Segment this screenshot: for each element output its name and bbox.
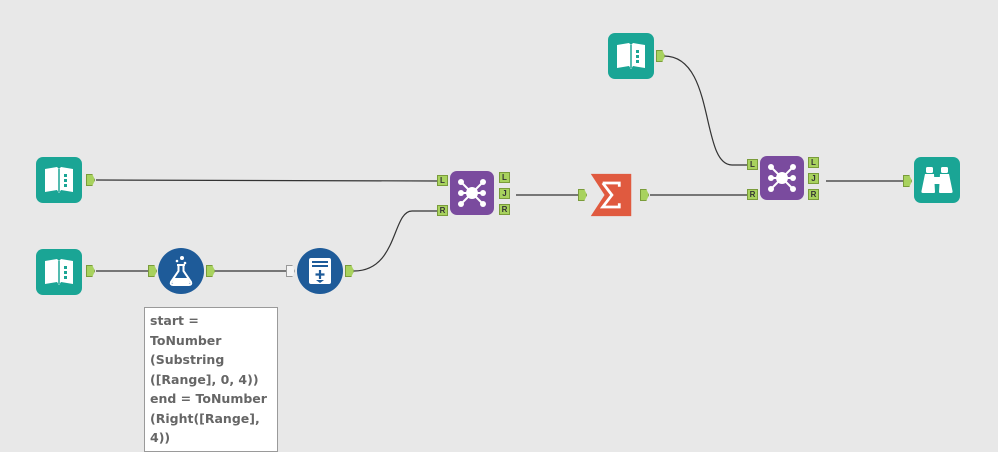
connection-input1-join1 — [95, 179, 438, 182]
join-tool-2[interactable] — [760, 156, 804, 200]
binoculars-icon — [921, 167, 953, 193]
output-anchor[interactable] — [345, 265, 354, 277]
input-data-tool-2[interactable] — [36, 249, 82, 295]
join-output-left-anchor[interactable]: L — [499, 172, 510, 183]
summarize-tool[interactable] — [588, 172, 634, 218]
join-network-icon — [458, 179, 486, 207]
generate-rows-tool[interactable] — [297, 248, 343, 294]
join-network-icon — [768, 164, 796, 192]
input-data-tool-1[interactable] — [36, 157, 82, 203]
join-input-left-anchor[interactable]: L — [437, 175, 448, 186]
generate-rows-icon — [309, 258, 331, 284]
output-anchor[interactable] — [656, 50, 665, 62]
input-data-tool-3[interactable] — [608, 33, 654, 79]
join-output-left-anchor[interactable]: L — [808, 157, 819, 168]
book-input-icon — [45, 259, 73, 285]
input-anchor[interactable] — [578, 189, 587, 201]
input-anchor[interactable] — [148, 265, 157, 277]
output-anchor[interactable] — [86, 265, 95, 277]
connection-generaterows-join1 — [353, 210, 437, 272]
join-output-right-anchor[interactable]: R — [808, 189, 819, 200]
output-anchor[interactable] — [86, 174, 95, 186]
join-input-right-anchor[interactable]: R — [437, 205, 448, 216]
input-anchor[interactable] — [903, 175, 912, 187]
book-input-icon — [45, 167, 73, 193]
flask-icon — [169, 256, 193, 286]
input-anchor[interactable] — [286, 265, 295, 277]
output-anchor[interactable] — [640, 189, 649, 201]
sigma-icon — [590, 173, 632, 217]
join-input-left-anchor[interactable]: L — [747, 159, 758, 170]
join-output-join-anchor[interactable]: J — [499, 188, 510, 199]
book-input-icon — [617, 43, 645, 69]
formula-tool[interactable] — [158, 248, 204, 294]
join-output-right-anchor[interactable]: R — [499, 204, 510, 215]
join-input-right-anchor[interactable]: R — [747, 189, 758, 200]
output-anchor[interactable] — [206, 265, 215, 277]
join-tool-1[interactable] — [450, 171, 494, 215]
connection-input3-join2 — [663, 55, 748, 166]
browse-tool[interactable] — [914, 157, 960, 203]
formula-annotation: start = ToNumber (Substring ([Range], 0,… — [144, 307, 278, 452]
join-output-join-anchor[interactable]: J — [808, 173, 819, 184]
